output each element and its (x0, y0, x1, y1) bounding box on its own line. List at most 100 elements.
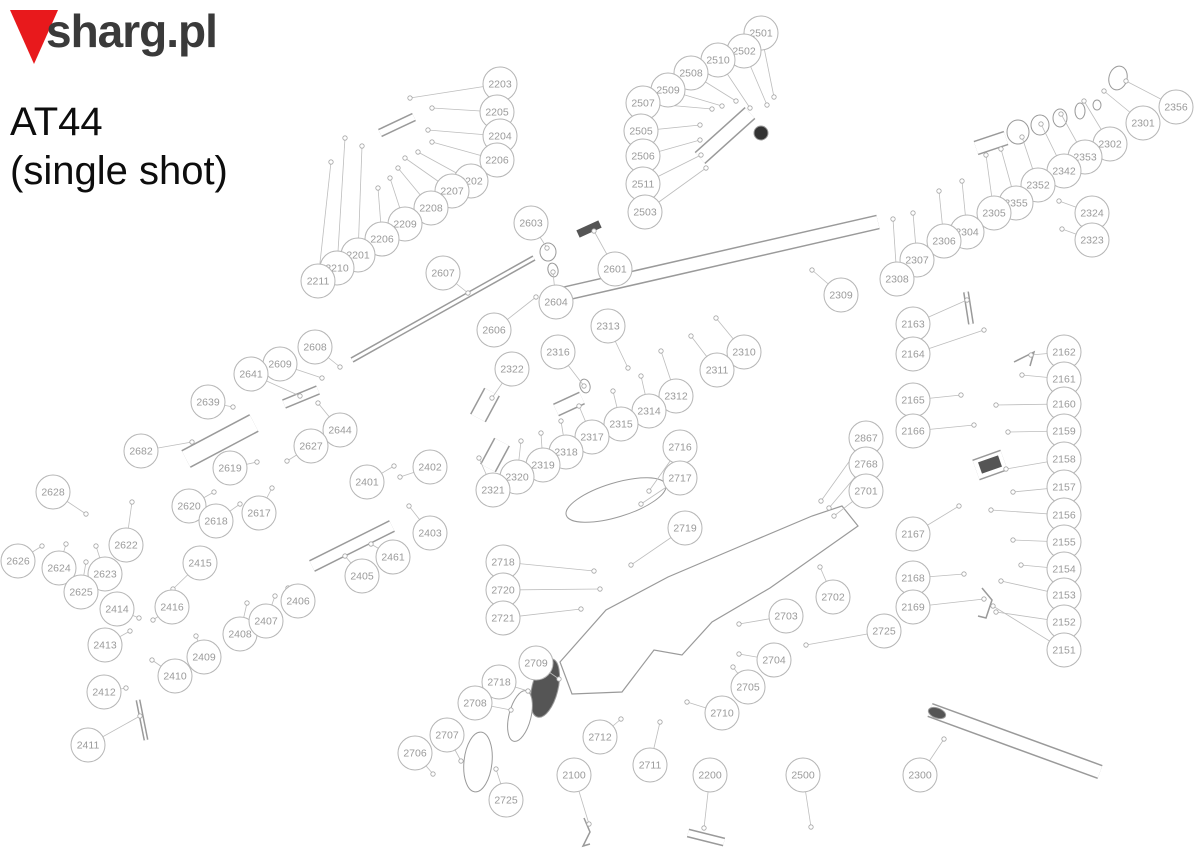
callout-2503: 2503 (627, 194, 663, 230)
callout-2500: 2500 (785, 757, 821, 793)
callout-label-2323: 2323 (1080, 235, 1104, 247)
part-mark-2202 (415, 149, 421, 155)
part-mark-2315 (610, 388, 616, 394)
callout-2415: 2415 (182, 545, 218, 581)
part-receiver (181, 414, 259, 468)
callout-circle-2323 (1074, 222, 1110, 258)
callout-2609: 2609 (262, 346, 298, 382)
part-mark-2626 (39, 543, 45, 549)
callout-2607: 2607 (425, 255, 461, 291)
callout-circle-2356 (1158, 89, 1194, 125)
callout-circle-2706 (397, 735, 433, 771)
part-mark-2701 (831, 513, 837, 519)
callout-2682: 2682 (123, 433, 159, 469)
callout-label-2720: 2720 (491, 585, 515, 597)
callout-label-2711: 2711 (639, 760, 662, 772)
callout-label-2305: 2305 (982, 208, 1006, 220)
callout-label-2617: 2617 (247, 508, 271, 520)
callout-label-2307: 2307 (905, 255, 929, 267)
callout-label-2310: 2310 (732, 347, 756, 359)
part-mark-2324 (1056, 198, 1062, 204)
callout-label-2719: 2719 (673, 523, 697, 535)
callout-circle-2702 (815, 579, 851, 615)
callout-circle-2624 (41, 550, 77, 586)
callout-label-2508: 2508 (679, 68, 703, 80)
callout-2163: 2163 (895, 306, 931, 342)
callout-2707: 2707 (429, 717, 465, 753)
callout-label-2206: 2206 (485, 155, 509, 167)
callout-circle-2311 (699, 352, 735, 388)
callout-2100: 2100 (556, 757, 592, 793)
part-seal-ring-4 (1074, 102, 1086, 120)
callout-2603: 2603 (513, 205, 549, 241)
callout-2639: 2639 (190, 384, 226, 420)
callout-2618: 2618 (198, 503, 234, 539)
callout-circle-2644 (322, 412, 358, 448)
part-mark-2163 (964, 297, 970, 303)
callouts-layer: 2203220522042206220222072208220922062201… (0, 15, 1194, 818)
callout-2159: 2159 (1046, 413, 1082, 449)
callout-2313: 2313 (590, 308, 626, 344)
callout-label-2311: 2311 (706, 365, 729, 377)
callout-circle-2500 (785, 757, 821, 793)
callout-label-2204: 2204 (488, 131, 512, 143)
callout-label-2201: 2201 (346, 250, 370, 262)
callout-label-2317: 2317 (580, 432, 604, 444)
callout-circle-2708 (457, 685, 493, 721)
callout-2306: 2306 (926, 223, 962, 259)
callout-circle-2606 (476, 312, 512, 348)
callout-circle-2607 (425, 255, 461, 291)
part-mark-2321 (476, 455, 482, 461)
part-mark-2165 (958, 392, 964, 398)
callout-2507: 2507 (625, 85, 661, 121)
part-mark-2410 (149, 657, 155, 663)
callout-label-2164: 2164 (901, 349, 925, 361)
part-mark-2401 (391, 463, 397, 469)
callout-label-2154: 2154 (1052, 564, 1076, 576)
part-seal-ring-5 (1092, 99, 1102, 111)
part-barrel (350, 255, 536, 363)
callout-label-2208: 2208 (419, 203, 443, 215)
part-mark-2502 (764, 102, 770, 108)
callout-2211: 2211 (300, 263, 336, 299)
callout-2317: 2317 (574, 419, 610, 455)
part-mark-2720 (597, 586, 603, 592)
part-mark-2161 (1019, 372, 1025, 378)
callout-label-2609: 2609 (268, 359, 292, 371)
callout-label-2152: 2152 (1052, 617, 1076, 629)
callout-2628: 2628 (35, 474, 71, 510)
callout-circle-2608 (297, 329, 333, 365)
callout-label-2510: 2510 (706, 55, 730, 67)
part-mark-2682 (189, 439, 195, 445)
part-fill-knob (753, 125, 769, 141)
callout-2408: 2408 (222, 616, 258, 652)
part-mark-2628 (83, 511, 89, 517)
callout-label-2153: 2153 (1052, 590, 1076, 602)
callout-label-2607: 2607 (431, 268, 455, 280)
callout-label-2302: 2302 (1098, 139, 1122, 151)
callout-label-2725: 2725 (494, 795, 518, 807)
callout-2412: 2412 (86, 674, 122, 710)
callout-circle-2604 (538, 284, 574, 320)
callout-label-2163: 2163 (901, 319, 925, 331)
callout-circle-2405 (344, 558, 380, 594)
callout-label-2165: 2165 (901, 395, 925, 407)
part-mark-2718 (591, 568, 597, 574)
part-mark-2768 (826, 505, 832, 511)
part-mark-2322 (489, 395, 495, 401)
callout-circle-2321 (475, 472, 511, 508)
callout-2164: 2164 (895, 336, 931, 372)
callout-2200: 2200 (692, 757, 728, 793)
callout-circle-2618 (198, 503, 234, 539)
part-mark-2209 (387, 175, 393, 181)
part-mark-2608 (337, 364, 343, 370)
part-mark-2302 (1081, 98, 1087, 104)
part-mark-2152 (993, 609, 999, 615)
callout-label-2608: 2608 (303, 342, 327, 354)
callout-circle-2627 (293, 428, 329, 464)
callout-label-2709: 2709 (524, 658, 548, 670)
part-mark-2411 (137, 713, 143, 719)
part-mark-2508 (733, 98, 739, 104)
callout-2701: 2701 (848, 473, 884, 509)
part-mark-2510 (747, 105, 753, 111)
